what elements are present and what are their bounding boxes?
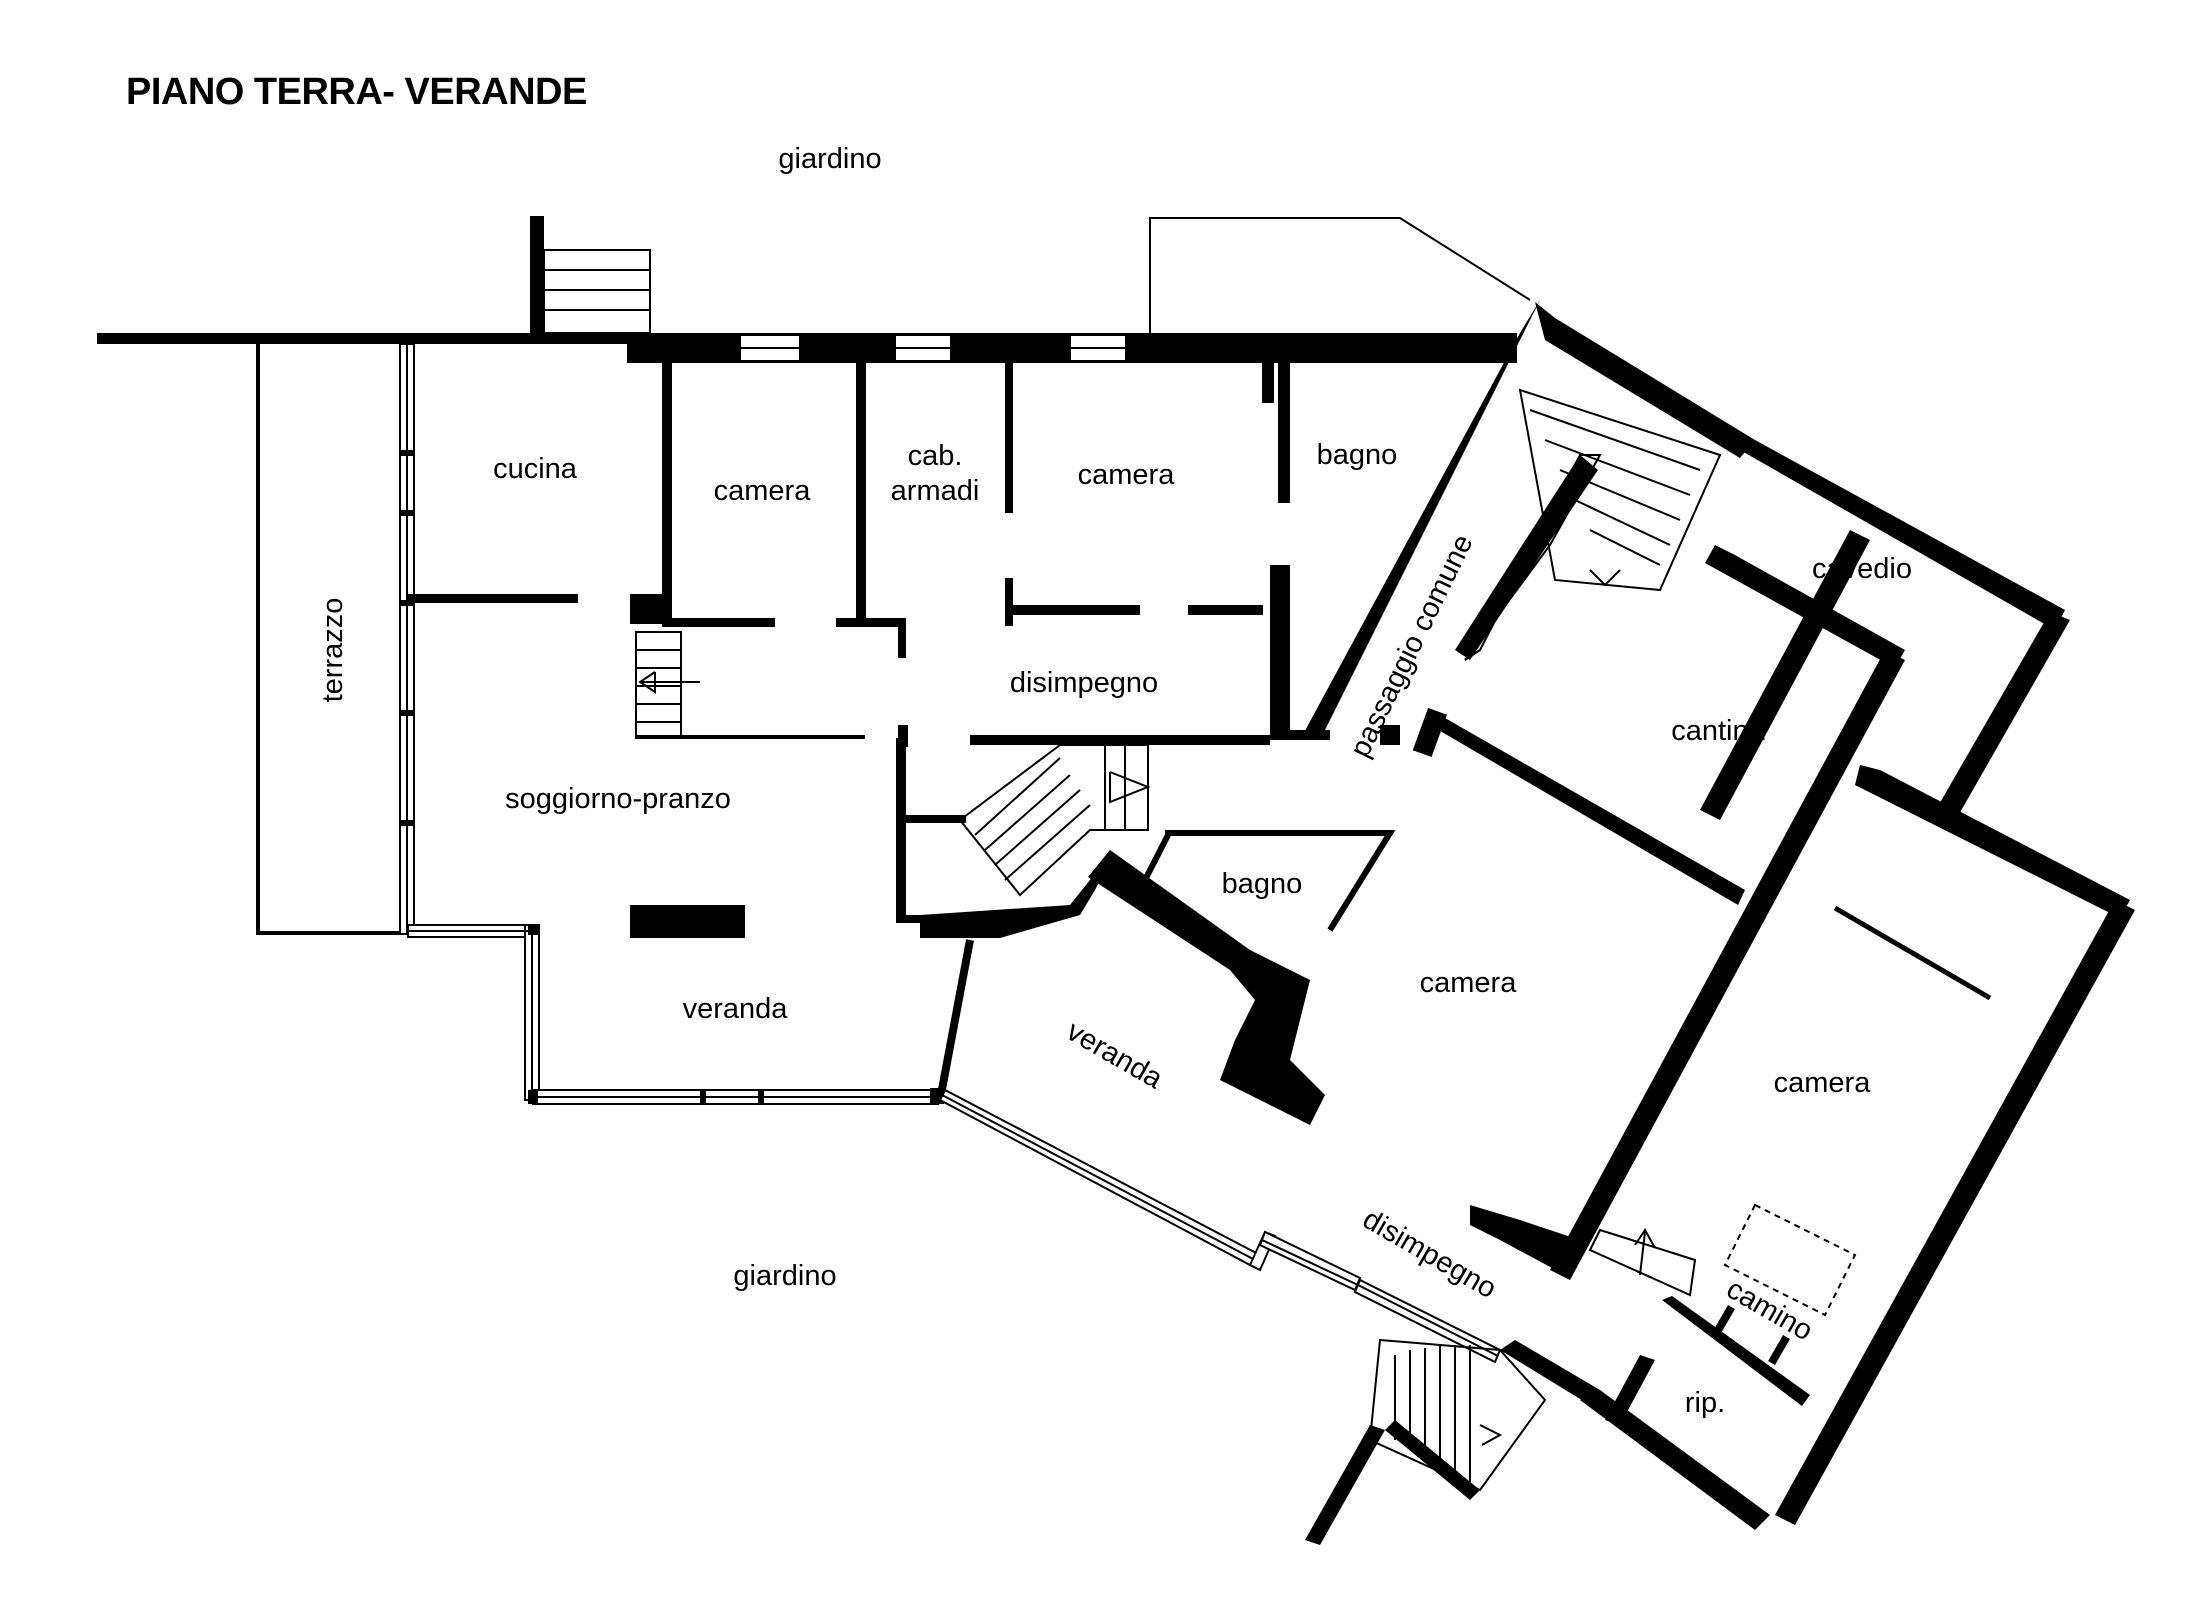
room-label-camera-3: camera xyxy=(1420,967,1518,999)
room-label-cab: cab. xyxy=(908,440,963,472)
room-label-camino: camino xyxy=(1721,1273,1818,1347)
room-label-terrazzo: terrazzo xyxy=(317,598,349,703)
room-label-veranda-1: veranda xyxy=(683,993,789,1025)
room-label-cavedio: cavedio xyxy=(1812,553,1912,585)
room-label-camera-1: camera xyxy=(714,475,812,507)
room-label-bagno-1: bagno xyxy=(1317,439,1398,471)
room-label-camera-2: camera xyxy=(1078,459,1176,491)
room-label-rip: rip. xyxy=(1685,1387,1725,1419)
room-label-soggiorno-pranzo: soggiorno-pranzo xyxy=(505,783,731,815)
walls xyxy=(97,216,2135,1545)
room-label-cantina: cantina xyxy=(1671,715,1765,747)
room-label-armadi: armadi xyxy=(891,475,980,507)
room-label-disimpegno-1: disimpegno xyxy=(1010,667,1158,699)
plan-title: PIANO TERRA- VERANDE xyxy=(126,71,587,113)
room-label-veranda-2: veranda xyxy=(1061,1015,1169,1096)
room-label-bagno-2: bagno xyxy=(1222,868,1303,900)
garden-bottom-label: giardino xyxy=(733,1260,836,1292)
garden-top-label: giardino xyxy=(778,143,881,175)
room-label-camera-4: camera xyxy=(1774,1067,1872,1099)
room-label-cucina: cucina xyxy=(493,453,578,485)
